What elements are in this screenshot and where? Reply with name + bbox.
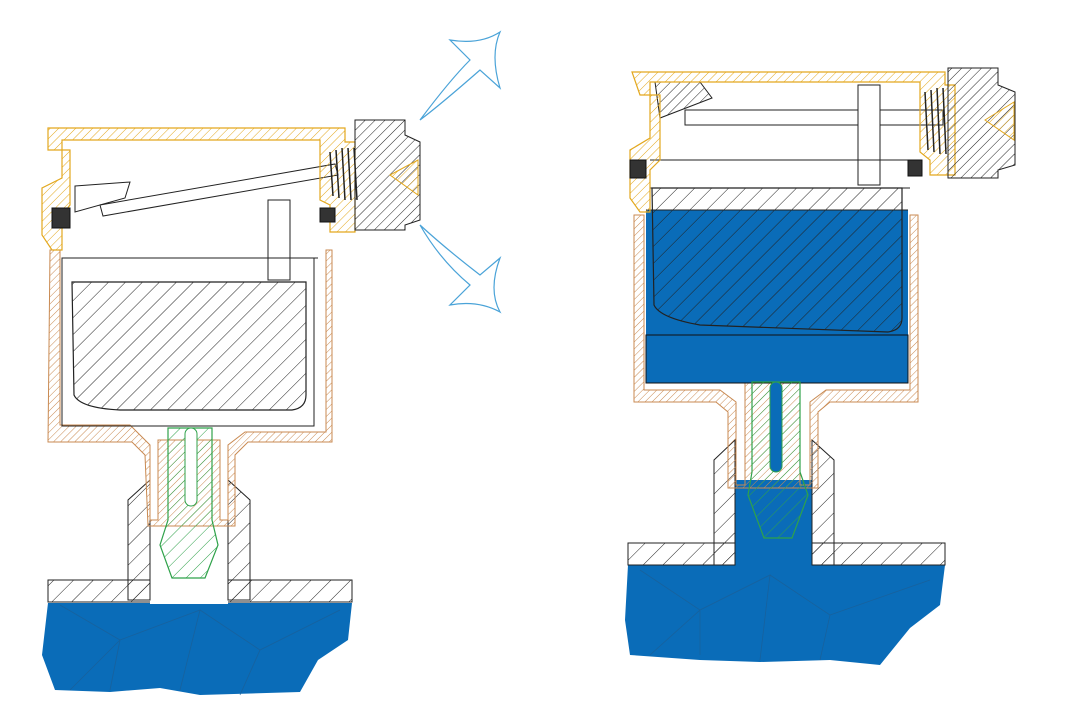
right-panel — [625, 67, 1016, 665]
right-spring — [924, 87, 947, 155]
left-fitting-left-wall — [127, 478, 151, 601]
left-vent-seat — [389, 159, 419, 196]
left-spring — [329, 147, 358, 201]
right-float — [651, 187, 903, 333]
right-oring — [629, 159, 647, 179]
right-vent-seat — [984, 101, 1015, 141]
right-stem-slot — [769, 381, 783, 473]
right-water-facets — [639, 569, 931, 661]
left-water-pipe — [42, 603, 352, 695]
left-float — [71, 281, 307, 411]
air-arrow-icon — [419, 30, 502, 314]
left-oring — [51, 207, 71, 229]
right-vent-nut — [947, 67, 1016, 179]
right-water-pipe — [625, 565, 945, 665]
right-water-level — [645, 334, 909, 384]
right-mechanism — [650, 81, 944, 189]
left-water-facets — [59, 604, 341, 696]
left-stem-slot — [184, 427, 198, 507]
right-pipe-opening — [735, 540, 812, 568]
left-panel — [41, 30, 502, 696]
left-oring-right — [319, 207, 336, 223]
left-mechanism — [68, 163, 339, 281]
left-vent-nut — [354, 119, 421, 231]
right-oring-right — [907, 159, 923, 177]
left-pipe-opening — [150, 578, 228, 604]
